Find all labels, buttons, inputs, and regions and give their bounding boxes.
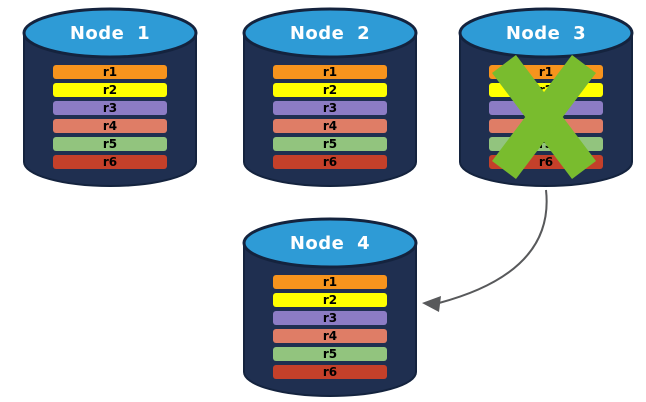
node-2-cylinder: Node 2 r1 r2 r3 r4 r5 r6	[242, 7, 418, 188]
replica-rows: r1 r2 r3 r4 r5 r6	[53, 65, 167, 173]
node-title: Node 2	[289, 22, 371, 44]
replica-row-r4: r4	[273, 119, 387, 133]
replica-row-r3: r3	[273, 311, 387, 325]
replica-row-r5: r5	[53, 137, 167, 151]
row-label: r1	[322, 65, 338, 79]
row-label: r2	[322, 293, 338, 307]
node-3-cylinder: Node 3 r1 r2 r3 r4 r5 r6	[458, 7, 634, 188]
row-label: r4	[322, 119, 338, 133]
row-label: r6	[322, 365, 338, 379]
arrow-head-icon	[422, 296, 441, 312]
node-title: Node 3	[505, 22, 587, 44]
replica-row-r2: r2	[273, 293, 387, 307]
row-label: r3	[322, 311, 338, 325]
node-1-cylinder: Node 1 r1 r2 r3 r4 r5 r6	[22, 7, 198, 188]
replica-row-r4: r4	[273, 329, 387, 343]
cylinder-top	[22, 7, 198, 59]
row-label: r5	[322, 137, 338, 151]
node-4-cylinder: Node 4 r1 r2 r3 r4 r5 r6	[242, 217, 418, 398]
replica-row-r3: r3	[53, 101, 167, 115]
replica-row-r2: r2	[273, 83, 387, 97]
replica-row-r6: r6	[53, 155, 167, 169]
replica-rows: r1 r2 r3 r4 r5 r6	[273, 275, 387, 383]
row-label: r3	[322, 101, 338, 115]
row-label: r2	[102, 83, 118, 97]
replica-rows: r1 r2 r3 r4 r5 r6	[273, 65, 387, 173]
replica-row-r6: r6	[273, 155, 387, 169]
replica-row-r5: r5	[273, 347, 387, 361]
row-label: r6	[538, 155, 554, 169]
row-label: r1	[322, 275, 338, 289]
cylinder-top	[242, 217, 418, 269]
row-label: r2	[322, 83, 338, 97]
replica-row-r2: r2	[53, 83, 167, 97]
arrow-curve	[438, 189, 548, 304]
replica-row-r5: r5	[273, 137, 387, 151]
replica-row-r1: r1	[273, 275, 387, 289]
row-label: r4	[322, 329, 338, 343]
row-label: r6	[322, 155, 338, 169]
replica-row-r1: r1	[53, 65, 167, 79]
node-title: Node 4	[289, 232, 371, 254]
row-label: r5	[102, 137, 118, 151]
failure-x-icon	[492, 54, 596, 180]
x-stroke-2	[492, 54, 596, 180]
node-title: Node 1	[69, 22, 151, 44]
row-label: r1	[102, 65, 118, 79]
replica-row-r4: r4	[53, 119, 167, 133]
row-label: r3	[102, 101, 118, 115]
replica-row-r3: r3	[273, 101, 387, 115]
row-label: r6	[102, 155, 118, 169]
cylinder-top	[242, 7, 418, 59]
row-label: r5	[322, 347, 338, 361]
replica-row-r1: r1	[273, 65, 387, 79]
row-label: r4	[102, 119, 118, 133]
replica-row-r6: r6	[273, 365, 387, 379]
cylinder-top	[458, 7, 634, 59]
row-label: r1	[538, 65, 554, 79]
